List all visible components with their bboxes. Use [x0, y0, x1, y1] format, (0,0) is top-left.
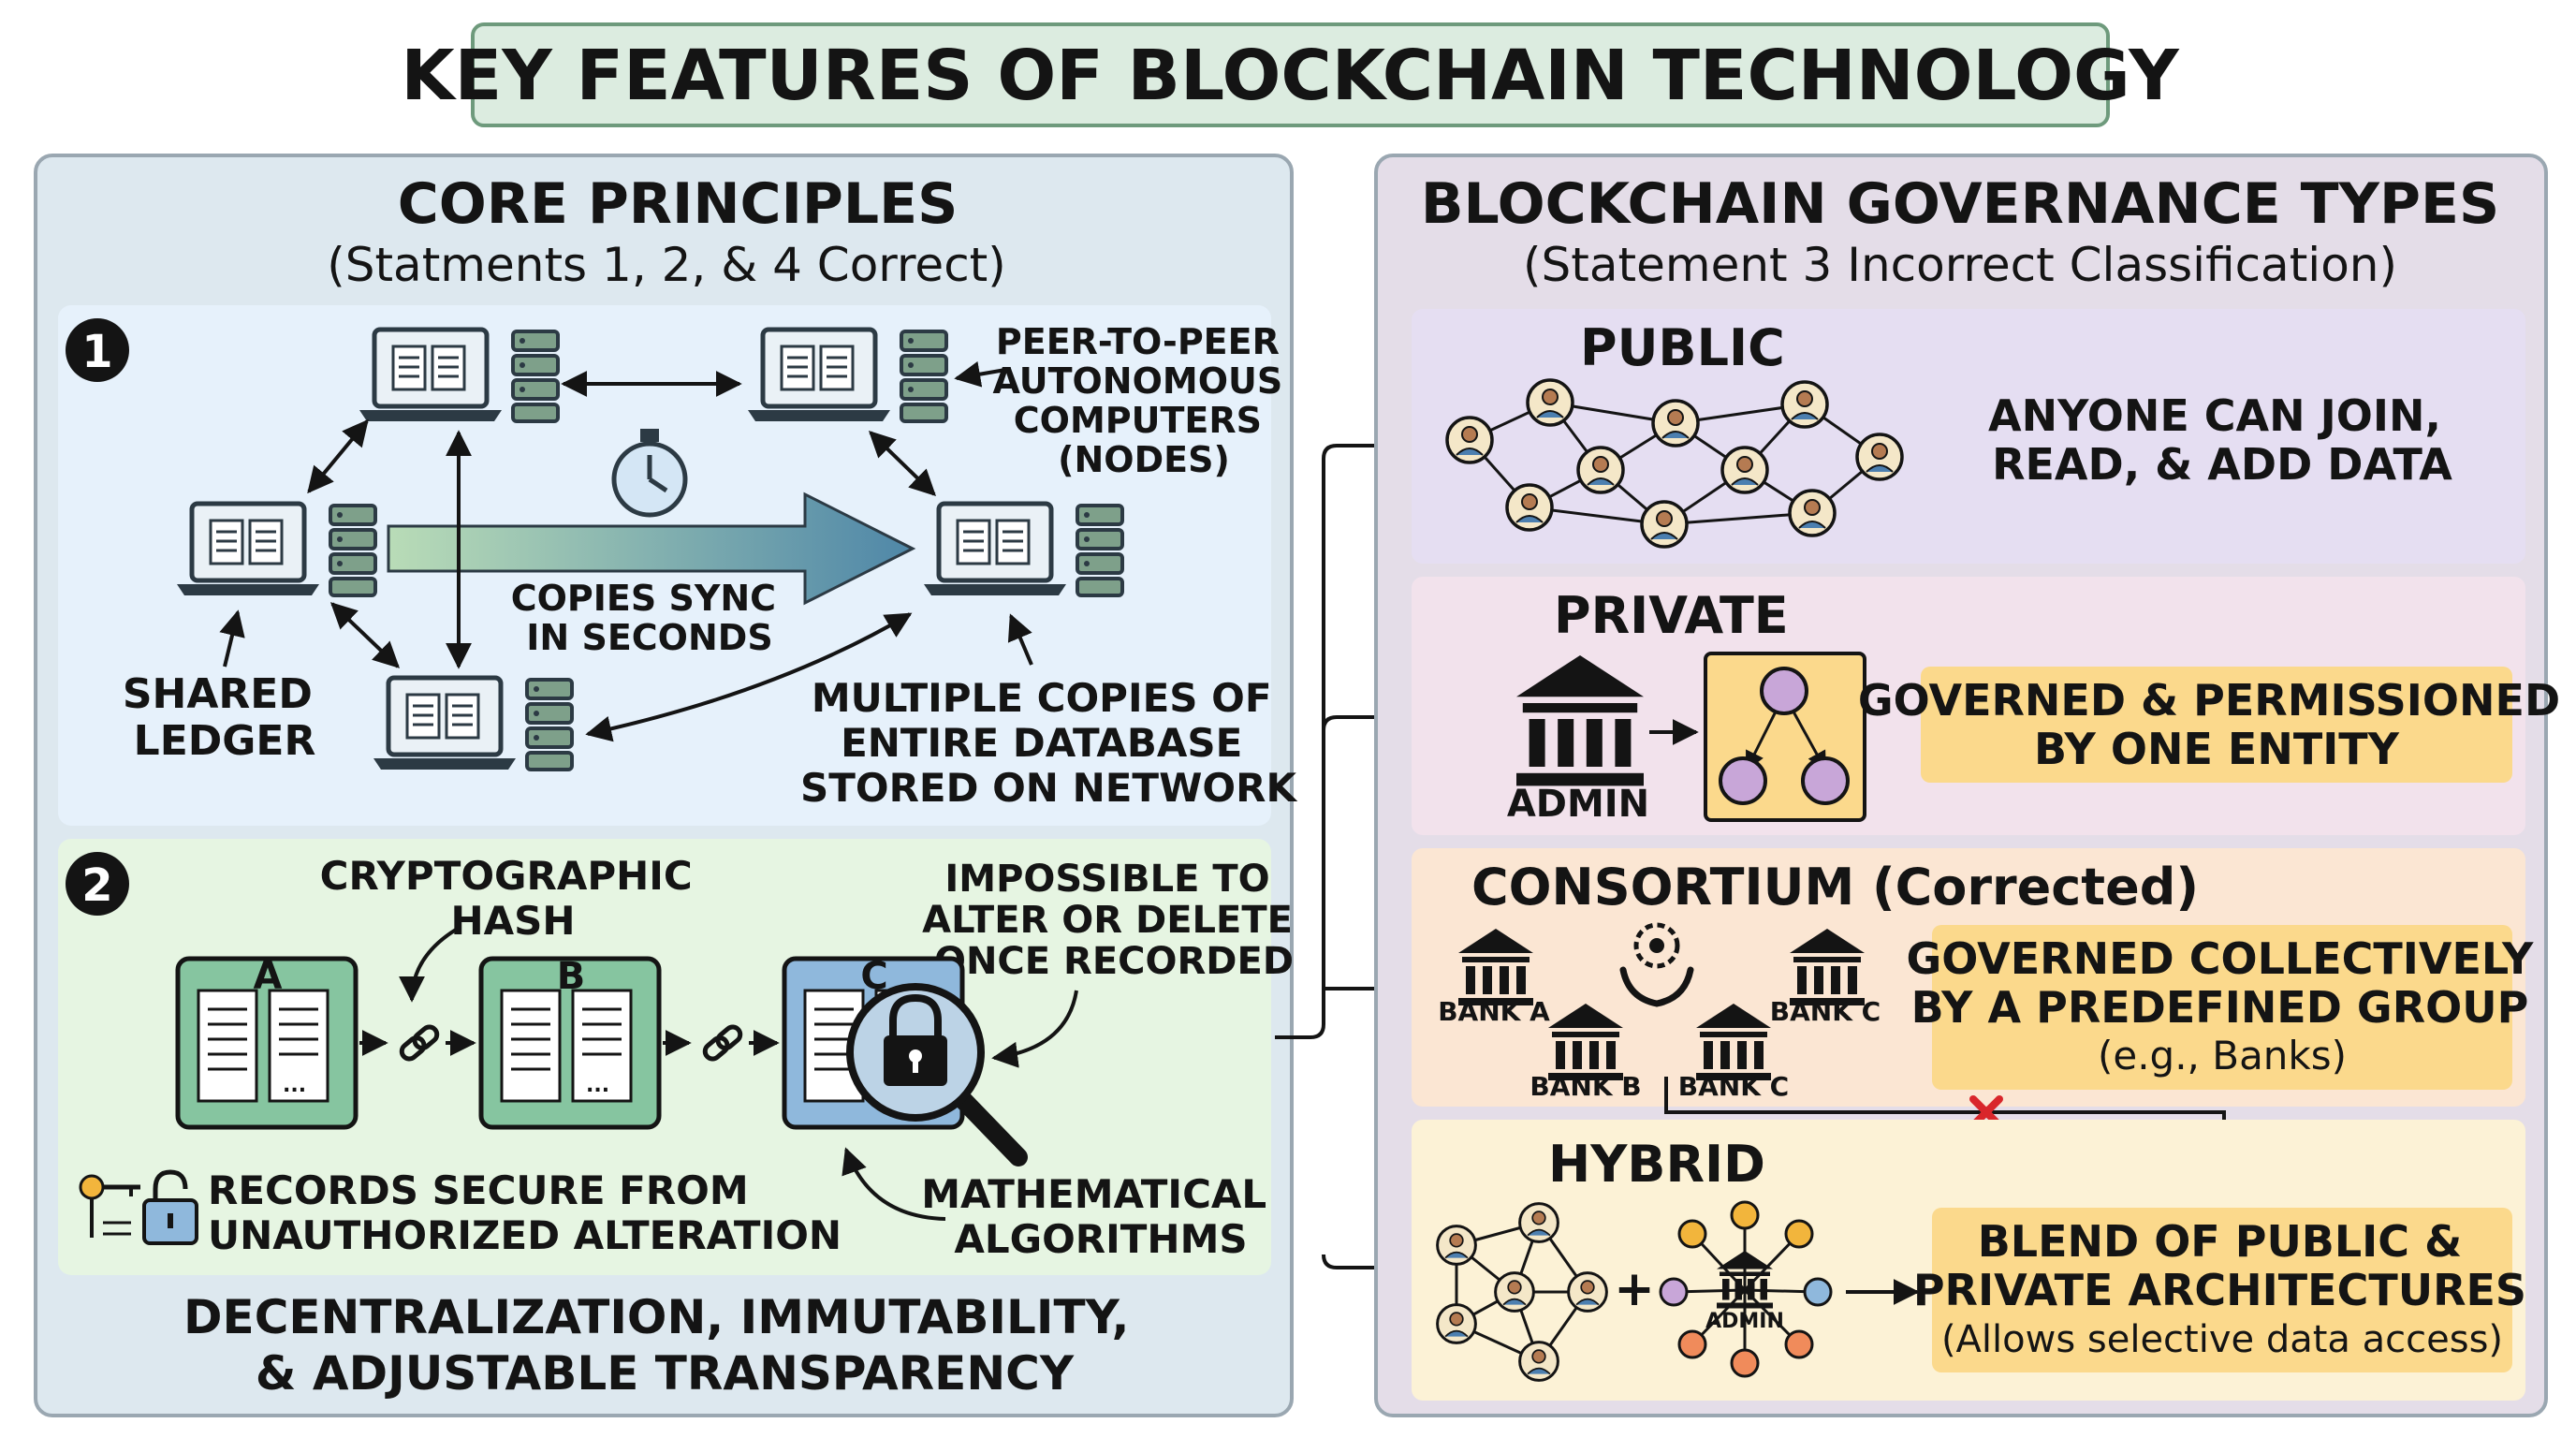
section-2-badge — [66, 852, 129, 916]
private-description: GOVERNED & PERMISSIONED BY ONE ENTITY — [1858, 675, 2575, 774]
magnifier-padlock-icon — [846, 983, 1028, 1167]
hybrid-description-box — [1932, 1208, 2512, 1372]
hybrid-admin-label: ADMIN — [1705, 1310, 1784, 1333]
core-principles-footer: DECENTRALIZATION, IMMUTABILITY, & ADJUST… — [183, 1290, 1146, 1401]
block-b-label: B — [557, 955, 586, 998]
stopwatch-icon — [611, 429, 688, 518]
bank-a-label: BANK A — [1438, 996, 1550, 1027]
section-1-badge — [66, 318, 129, 382]
copies-sync-label: COPIES SYNC IN SECONDS — [511, 578, 789, 658]
chain-link-icon-2 — [663, 1024, 780, 1063]
node-top-left — [359, 330, 558, 421]
block-a-label: A — [254, 955, 283, 998]
private-description-box — [1921, 667, 2512, 783]
person-avatar-icon — [1651, 399, 1700, 448]
person-avatar-icon — [1445, 416, 1494, 464]
core-principles-heading: CORE PRINCIPLES — [398, 171, 959, 237]
private-title: PRIVATE — [1554, 586, 1789, 645]
person-avatar-icon — [1720, 446, 1769, 494]
handshake-gear-icon — [1619, 922, 1694, 1007]
public-title: PUBLIC — [1580, 318, 1785, 377]
shared-ledger-label: SHARED LEDGER — [123, 670, 327, 765]
bank-b-label: BANK B — [1530, 1071, 1641, 1102]
peer-to-peer-label: PEER-TO-PEER AUTONOMOUS COMPUTERS (NODES… — [992, 321, 1295, 480]
person-avatar-icon — [1640, 500, 1689, 549]
node-top-right — [748, 330, 946, 421]
block-c-label: C — [860, 955, 887, 998]
person-avatar-icon — [1505, 483, 1554, 532]
node-bottom — [373, 678, 572, 770]
hybrid-title: HYBRID — [1548, 1135, 1765, 1194]
hybrid-description: BLEND OF PUBLIC & PRIVATE ARCHITECTURES … — [1913, 1216, 2531, 1361]
impossible-pointer-arrow — [991, 990, 1078, 1068]
governance-heading: BLOCKCHAIN GOVERNANCE TYPES — [1421, 171, 2499, 237]
person-avatar-icon — [1855, 433, 1904, 481]
node-mid-left — [177, 504, 375, 595]
person-avatar-icon — [1780, 380, 1829, 429]
person-avatar-icon — [1526, 378, 1574, 427]
section-1-badge-label: 1 — [81, 326, 112, 378]
bank-c-label-bottom: BANK C — [1678, 1071, 1789, 1102]
hybrid-admin-hub: ADMIN — [1659, 1200, 1833, 1378]
public-section — [1412, 309, 2525, 564]
node-mid-right — [924, 504, 1122, 595]
main-title: KEY FEATURES OF BLOCKCHAIN TECHNOLOGY — [401, 36, 2180, 116]
consortium-title: CONSORTIUM (Corrected) — [1471, 858, 2199, 917]
section-2-immutability — [58, 839, 1271, 1275]
bank-c-label-top: BANK C — [1770, 996, 1881, 1027]
core-principles-subheading: (Statments 1, 2, & 4 Correct) — [327, 238, 1006, 292]
mathematical-algorithms-label: MATHEMATICAL ALGORITHMS — [921, 1171, 1281, 1262]
person-avatar-icon — [1788, 489, 1837, 537]
person-avatar-icon — [1576, 446, 1625, 494]
cryptographic-hash-label: CRYPTOGRAPHIC HASH — [320, 853, 707, 944]
node-connections — [219, 360, 1033, 742]
hash-pointer-arrow — [399, 925, 462, 1003]
governance-subheading: (Statement 3 Incorrect Classification) — [1523, 238, 2397, 292]
consortium-description-box — [1932, 925, 2512, 1090]
multiple-copies-label: MULTIPLE COPIES OF ENTIRE DATABASE STORE… — [800, 675, 1297, 811]
chain-link-icon-1 — [359, 1024, 476, 1063]
org-chart-icon — [1704, 652, 1866, 822]
hybrid-plus: + — [1614, 1261, 1655, 1317]
records-secure-label: RECORDS SECURE FROM UNAUTHORIZED ALTERAT… — [208, 1167, 842, 1258]
consortium-description: GOVERNED COLLECTIVELY BY A PREDEFINED GR… — [1907, 933, 2539, 1078]
private-admin-label: ADMIN — [1507, 783, 1649, 826]
key-unlock-icon — [79, 1169, 198, 1245]
title-banner — [471, 22, 2110, 127]
impossible-to-alter-label: IMPOSSIBLE TO ALTER OR DELETE ONCE RECOR… — [922, 858, 1306, 983]
public-description: ANYONE CAN JOIN, READ, & ADD DATA — [1988, 390, 2456, 490]
section-2-badge-label: 2 — [81, 859, 112, 912]
math-pointer-arrow — [842, 1147, 946, 1221]
